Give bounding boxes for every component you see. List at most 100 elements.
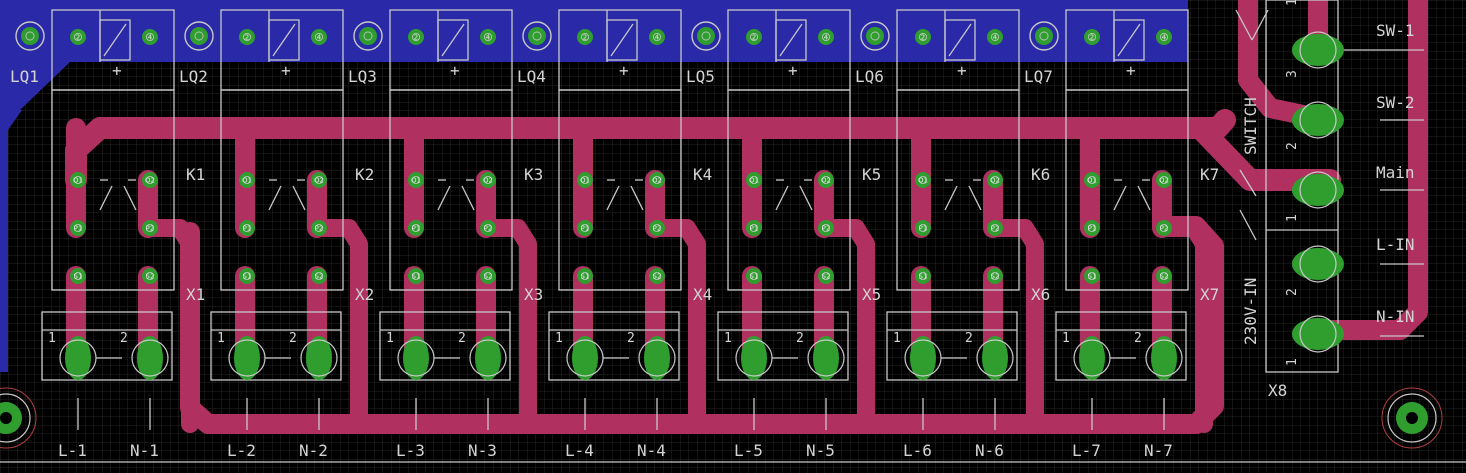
relay-pad [818, 268, 834, 284]
mounting-hole-drill [1406, 412, 1418, 424]
switch-label: SWITCH [1241, 97, 1260, 155]
led-pad [142, 29, 158, 45]
relay-pad [1084, 172, 1100, 188]
relay-pad [142, 268, 158, 284]
output-n-label: N-6 [975, 441, 1004, 460]
relay-pad [746, 172, 762, 188]
relay-switch-mark [292, 185, 306, 211]
output-n-label: N-5 [806, 441, 835, 460]
terminal-pad-2 [137, 336, 163, 380]
relay-pad-drill [411, 175, 420, 184]
mounting-hole-outline [0, 393, 31, 443]
led-pad-drill [242, 33, 251, 42]
signal-label: N-IN [1376, 307, 1415, 326]
relay-switch-mark [1113, 185, 1127, 211]
terminal-pad-1 [234, 336, 260, 380]
relay-pad-label: S2 [315, 273, 324, 281]
led-pad [987, 29, 1003, 45]
relay-pad-drill [991, 175, 1000, 184]
relay-pad [239, 172, 255, 188]
relay-pad-drill [991, 271, 1000, 280]
relay-pad-label: P1 [581, 225, 590, 233]
relay-switch-mark [461, 185, 475, 211]
relay-pad [142, 172, 158, 188]
terminal-outline [886, 311, 1018, 381]
mounting-hole-keepout [1381, 387, 1443, 449]
mounting-hole-drill [0, 412, 12, 424]
relay-label: K4 [693, 165, 712, 184]
x8-pin-number: 1 [1285, 0, 1300, 6]
led-pad-drill [822, 33, 831, 42]
terminal-pad-1 [572, 336, 598, 380]
relay-switch-mark [1137, 185, 1151, 211]
relay-pad-drill [581, 271, 590, 280]
relay-pad-drill [242, 223, 251, 232]
relay-pad-label: P2 [822, 225, 831, 233]
relay-outline [51, 89, 175, 291]
relay-pad-label: S2 [146, 273, 155, 281]
output-l-label: L-6 [903, 441, 932, 460]
relay-pad-label: P2 [1160, 225, 1169, 233]
relay-pad-drill [145, 175, 154, 184]
relay-pad [142, 220, 158, 236]
led-pad-drill [1039, 31, 1049, 41]
relay-pad [987, 268, 1003, 284]
relay-pad-label: O2 [990, 177, 1000, 185]
relay-pad-label: O2 [1159, 177, 1169, 185]
x8-pad [1292, 34, 1344, 66]
led-body-outline [691, 21, 721, 51]
relay-pad [311, 220, 327, 236]
relay-pad-label: P1 [750, 225, 759, 233]
relay-pad-drill [1160, 271, 1169, 280]
x8-chevron [1239, 209, 1257, 241]
output-n-label: N-3 [468, 441, 497, 460]
relay-pad-drill [1160, 175, 1169, 184]
relay-pad-drill [242, 271, 251, 280]
led-pad [1084, 29, 1100, 45]
relay-pad-drill [74, 223, 83, 232]
relay-pad-label: S1 [412, 273, 421, 281]
terminal-outline [548, 311, 680, 381]
terminal-ring [566, 339, 604, 377]
led-diagonal [1117, 23, 1141, 57]
relay-pad [577, 220, 593, 236]
led-diagonal [103, 23, 127, 57]
relay-pad-drill [483, 223, 492, 232]
led-polarity-mark: + [957, 61, 967, 80]
led-diagonal [272, 23, 296, 57]
relay-pad-label: P2 [146, 225, 155, 233]
led-pad-label: 2 [245, 34, 249, 42]
output-n-label: N-1 [130, 441, 159, 460]
terminal-pad-1 [403, 336, 429, 380]
led-pad [818, 29, 834, 45]
relay-pad-label: S2 [484, 273, 493, 281]
connector-label: X6 [1031, 285, 1050, 304]
relay-switch-mark [268, 185, 282, 211]
connector-label: X7 [1200, 285, 1219, 304]
relay-feed-trace [646, 219, 706, 433]
relay-pad-label: O1 [73, 177, 83, 185]
output-n-label: N-4 [637, 441, 666, 460]
led-pad-drill [701, 31, 711, 41]
terminal-pad-1 [65, 336, 91, 380]
relay-pad-label: P1 [1088, 225, 1097, 233]
led-pad [359, 27, 377, 45]
relay-pad-label: P2 [991, 225, 1000, 233]
relay-pad-drill [483, 175, 492, 184]
relay-pad [408, 268, 424, 284]
relay-pad-label: P1 [74, 225, 83, 233]
relay-outline [727, 89, 851, 291]
connector-label: X2 [355, 285, 374, 304]
led-diagonal [779, 23, 803, 57]
terminal-ring [976, 339, 1014, 377]
relay-pad-drill [581, 223, 590, 232]
relay-pad [649, 220, 665, 236]
led-pad [915, 29, 931, 45]
switch-trace-1 [1238, 0, 1328, 128]
relay-pad [1156, 268, 1172, 284]
relay-pad-label: P2 [484, 225, 493, 233]
relay-pad-drill [653, 271, 662, 280]
relay-pad-drill [919, 223, 928, 232]
